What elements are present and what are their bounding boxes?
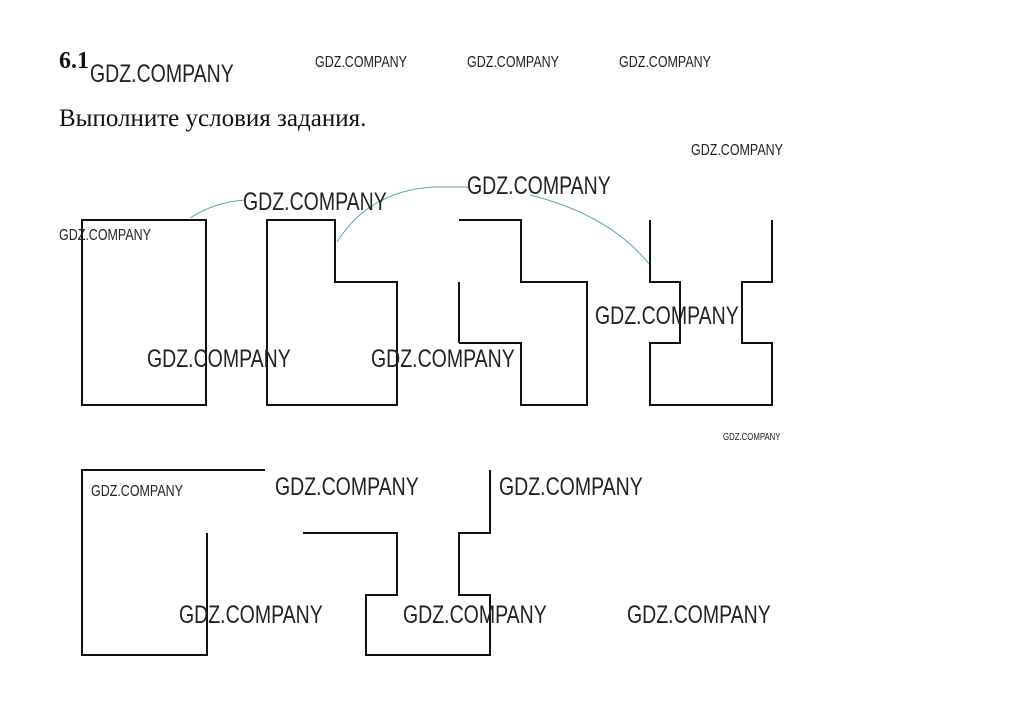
figure-l-shape [266,219,398,406]
watermark: GDZ.COMPANY [179,601,323,629]
arc-1 [189,199,246,219]
watermark: GDZ.COMPANY [243,188,387,216]
watermark: GDZ.COMPANY [315,54,407,71]
figure-step-shape [458,219,588,406]
figure-h-shape [649,220,773,406]
connector-arcs [189,186,651,266]
watermark: GDZ.COMPANY [499,473,643,501]
watermark: GDZ.COMPANY [467,172,611,200]
figure-rectangle [81,219,207,406]
watermark: GDZ.COMPANY [627,601,771,629]
exercise-instruction: Выполните условия задания. [59,105,367,132]
watermark: GDZ.COMPANY [723,432,781,443]
watermark: GDZ.COMPANY [619,54,711,71]
watermark: GDZ.COMPANY [275,473,419,501]
exercise-number: 6.1 [59,48,89,74]
watermark: GDZ.COMPANY [91,483,183,500]
watermark: GDZ.COMPANY [403,601,547,629]
watermark: GDZ.COMPANY [59,227,151,244]
watermark: GDZ.COMPANY [691,142,783,159]
watermark: GDZ.COMPANY [147,345,291,373]
watermark: GDZ.COMPANY [467,54,559,71]
arc-3 [529,194,651,266]
arc-2 [336,186,470,243]
watermark: GDZ.COMPANY [595,302,739,330]
figure-open-rectangle [81,469,265,656]
watermark: GDZ.COMPANY [371,345,515,373]
figure-open-step [303,470,491,656]
watermark: GDZ.COMPANY [90,60,234,88]
